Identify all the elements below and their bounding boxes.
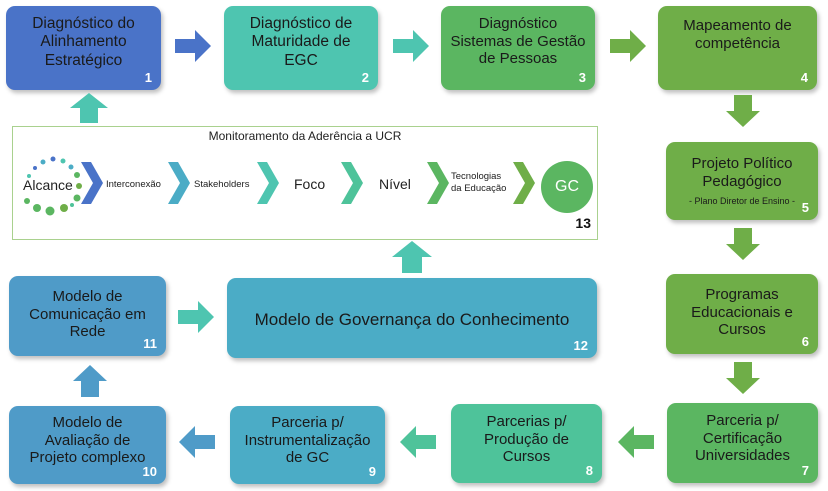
chevron-right-icon bbox=[427, 162, 449, 204]
box-number: 9 bbox=[368, 464, 376, 479]
gc-circle: GC bbox=[541, 161, 593, 213]
chevron-right-icon bbox=[513, 162, 535, 204]
arrow-right-icon bbox=[178, 301, 214, 333]
step-foco: Foco bbox=[294, 176, 326, 192]
box-number: 10 bbox=[142, 464, 157, 479]
box-parcerias-producao-cursos: Parcerias p/ Produção de Cursos 8 bbox=[451, 404, 602, 483]
box-label: Modelo de Comunicação em Rede bbox=[29, 288, 146, 341]
box-label: Projeto Político Pedagógico bbox=[691, 155, 793, 190]
step-nivel: Nível bbox=[379, 176, 411, 192]
step-stakeholders: Stakeholders bbox=[194, 179, 250, 190]
chevron-right-icon bbox=[257, 162, 279, 204]
arrow-down-icon bbox=[726, 228, 760, 260]
box-number: 6 bbox=[801, 334, 809, 349]
box-number: 12 bbox=[573, 338, 588, 353]
chevron-right-icon bbox=[81, 162, 103, 204]
box-number: 7 bbox=[801, 463, 809, 478]
alcance-dots-icon bbox=[24, 156, 82, 216]
box-label: Diagnóstico Sistemas de Gestão de Pessoa… bbox=[450, 15, 586, 68]
step-tecnologias-educacao: Tecnologias da Educação bbox=[451, 171, 507, 195]
box-label: Programas Educacionais e Cursos bbox=[691, 286, 793, 339]
arrow-right-icon bbox=[610, 30, 646, 62]
box-number: 4 bbox=[800, 70, 808, 85]
arrow-right-icon bbox=[175, 30, 211, 62]
box-sistemas-gestao-pessoas: Diagnóstico Sistemas de Gestão de Pessoa… bbox=[441, 6, 595, 90]
arrow-right-icon bbox=[393, 30, 429, 62]
box-maturidade-egc: Diagnóstico de Maturidade de EGC 2 bbox=[224, 6, 378, 90]
arrow-left-icon bbox=[618, 426, 654, 458]
box-label: Parceria p/ Instrumentalização de GC bbox=[244, 414, 371, 467]
box-label: Modelo de Governança do Conhecimento bbox=[254, 310, 570, 329]
arrow-left-icon bbox=[400, 426, 436, 458]
box-label: Diagnóstico de Maturidade de EGC bbox=[249, 15, 353, 69]
box-label: Parceria p/ Certificação Universidades bbox=[694, 412, 791, 465]
box-number: 2 bbox=[361, 70, 369, 85]
box-label: Diagnóstico do Alinhamento Estratégico bbox=[32, 15, 135, 69]
box-label: Modelo de Avaliação de Projeto complexo bbox=[29, 414, 146, 467]
box-number: 8 bbox=[585, 463, 593, 478]
monitoring-panel: Monitoramento da Aderência a UCR Alcance… bbox=[12, 126, 598, 240]
box-governanca-conhecimento: Modelo de Governança do Conhecimento 12 bbox=[227, 278, 597, 358]
box-programas-educacionais: Programas Educacionais e Cursos 6 bbox=[666, 274, 818, 354]
box-parceria-instrumentalizacao: Parceria p/ Instrumentalização de GC 9 bbox=[230, 406, 385, 484]
panel-title: Monitoramento da Aderência a UCR bbox=[208, 129, 402, 143]
box-mapeamento-competencia: Mapeamento de competência 4 bbox=[658, 6, 817, 90]
arrow-up-icon bbox=[73, 365, 107, 397]
chevron-right-icon bbox=[168, 162, 190, 204]
box-label: Mapeamento de competência bbox=[683, 17, 792, 52]
chevron-right-icon bbox=[341, 162, 363, 204]
box-comunicacao-em-rede: Modelo de Comunicação em Rede 11 bbox=[9, 276, 166, 356]
box-projeto-politico-pedagogico: Projeto Político Pedagógico - Plano Dire… bbox=[666, 142, 818, 220]
arrow-up-icon bbox=[70, 93, 108, 123]
box-number: 1 bbox=[144, 70, 152, 85]
box-label: Parcerias p/ Produção de Cursos bbox=[483, 413, 570, 466]
box-alinhamento-estrategico: Diagnóstico do Alinhamento Estratégico 1 bbox=[6, 6, 161, 90]
panel-number: 13 bbox=[575, 215, 591, 231]
alcance-label: Alcance bbox=[23, 177, 73, 193]
box-number: 11 bbox=[143, 336, 157, 351]
box-number: 3 bbox=[578, 70, 586, 85]
arrow-down-icon bbox=[726, 362, 760, 394]
arrow-down-icon bbox=[726, 95, 760, 127]
step-interconexao: Interconexão bbox=[106, 179, 161, 190]
box-sublabel: - Plano Diretor de Ensino - bbox=[688, 196, 796, 206]
arrow-up-icon bbox=[392, 241, 432, 273]
arrow-left-icon bbox=[179, 426, 215, 458]
box-number: 5 bbox=[801, 200, 809, 215]
box-avaliacao-projeto-complexo: Modelo de Avaliação de Projeto complexo … bbox=[9, 406, 166, 484]
box-parceria-certificacao: Parceria p/ Certificação Universidades 7 bbox=[667, 403, 818, 483]
